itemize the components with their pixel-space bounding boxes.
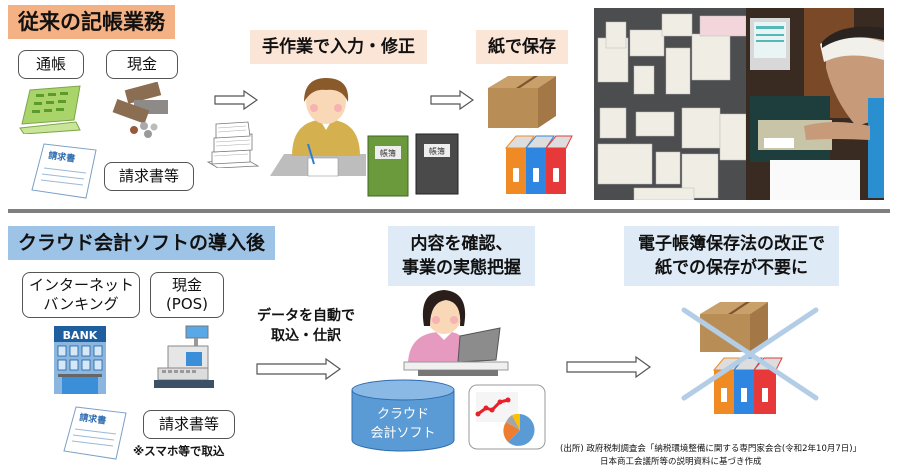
after-section-title: クラウド会計ソフトの導入後	[8, 226, 276, 260]
cloud-accounting-database-icon: クラウド 会計ソフト	[351, 379, 455, 452]
step-paperless-line2: 紙での保存が不要に	[655, 258, 808, 278]
invoice-label: 請求書等	[104, 162, 194, 191]
cross-out-icon	[681, 307, 819, 401]
no-paper-storage-icon	[681, 302, 819, 414]
smartphone-import-note: ※スマホ等で取込	[133, 444, 225, 458]
invoice-doc-label: 請求書	[48, 149, 76, 165]
before-section-title: 従来の記帳業務	[8, 5, 175, 39]
passbook-icon	[19, 85, 81, 134]
invoice-doc-label-after: 請求書	[79, 411, 107, 427]
cardboard-box-icon	[488, 76, 556, 128]
auto-import-line1: データを自動で	[257, 308, 355, 324]
source-citation: (出所) 政府税制調査会「納税環境整備に関する専門家会合(令和2年10月7日)」…	[560, 443, 861, 469]
pos-cash-label: 現金 (POS)	[150, 272, 224, 318]
cloud-label-line1: クラウド	[377, 407, 429, 422]
cash-icon	[112, 82, 168, 138]
source-citation-line1: (出所) 政府税制調査会「納税環境整備に関する専門家会合(令和2年10月7日)」	[560, 444, 862, 454]
binders-icon	[504, 135, 573, 194]
cardboard-box-icon	[700, 302, 768, 352]
bank-sign: BANK	[63, 329, 98, 342]
step-paperless-storage: 電子帳簿保存法の改正で 紙での保存が不要に	[624, 226, 839, 286]
cloud-label-line2: 会計ソフト	[370, 425, 435, 441]
arrow-right-icon	[256, 358, 342, 380]
photo-manual-bookkeeping	[594, 8, 884, 201]
cash-register-icon	[154, 325, 214, 388]
cash-label: 現金	[106, 50, 178, 79]
internet-banking-label-line1: インターネット	[29, 276, 135, 294]
section-divider	[8, 209, 890, 213]
internet-banking-label: インターネット バンキング	[22, 272, 140, 318]
step-review-line1: 内容を確認、	[410, 234, 513, 254]
binders-icon	[712, 357, 783, 414]
step-review-line2: 事業の実態把握	[402, 258, 521, 278]
auto-import-caption: データを自動で 取込・仕訳	[240, 306, 372, 346]
passbook-label: 通帳	[18, 50, 84, 79]
source-citation-line2: 日本商工会議所等の説明資料に基づき作成	[600, 457, 762, 467]
invoice-label-after: 請求書等	[143, 410, 235, 439]
ledger-label-2: 帳簿	[429, 146, 445, 156]
pos-cash-label-line1: 現金	[171, 276, 202, 294]
step-paperless-line1: 電子帳簿保存法の改正で	[638, 234, 825, 254]
man-writing-icon	[270, 78, 366, 177]
arrow-right-icon	[566, 356, 652, 378]
step-review-business: 内容を確認、 事業の実態把握	[388, 226, 535, 286]
analytics-chart-icon	[468, 384, 546, 450]
auto-import-line2: 取込・仕訳	[271, 328, 341, 344]
invoice-icon: 請求書	[31, 143, 97, 199]
ledger-label: 帳簿	[380, 148, 396, 158]
pos-cash-label-line2: (POS)	[165, 295, 209, 313]
step-manual-entry: 手作業で入力・修正	[250, 30, 427, 64]
arrow-right-icon	[430, 90, 474, 110]
ledger-books-icon: 帳簿 帳簿	[367, 133, 459, 197]
internet-banking-label-line2: バンキング	[43, 295, 119, 313]
step-paper-storage: 紙で保存	[476, 30, 568, 64]
paper-pile-icon	[206, 121, 260, 168]
bank-building-icon: BANK	[54, 326, 106, 394]
woman-with-laptop-icon	[403, 290, 509, 376]
invoice-icon: 請求書	[63, 406, 127, 460]
arrow-right-icon	[214, 90, 258, 110]
